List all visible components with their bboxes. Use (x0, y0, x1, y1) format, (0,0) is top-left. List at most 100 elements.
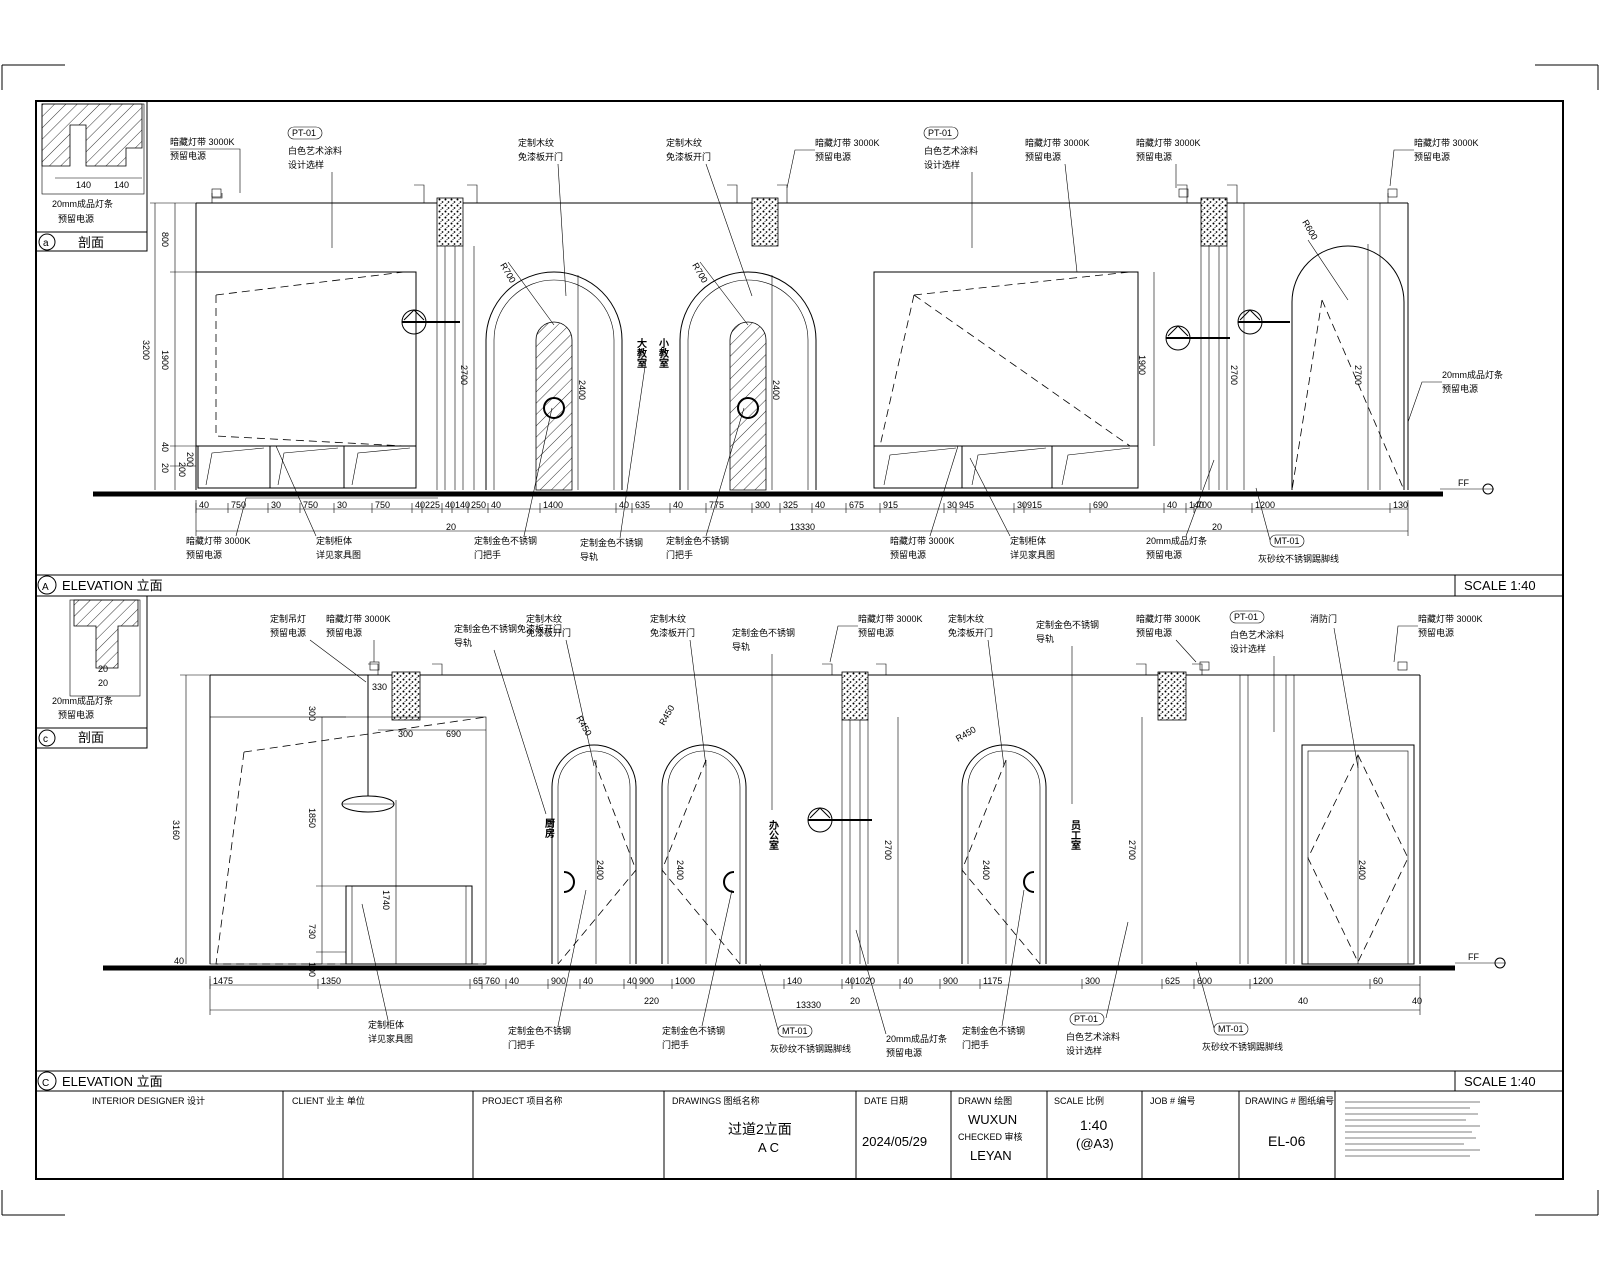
dim-a-1: 750 (231, 500, 246, 510)
cabinet-c (209, 716, 487, 965)
tb-scale-value: 1:40 (1080, 1117, 1107, 1133)
svg-text:PT-01: PT-01 (292, 128, 316, 138)
dim-left-c-5: 100 (307, 962, 317, 977)
dim-a-23: 945 (959, 500, 974, 510)
arch-door-c3 (961, 744, 1047, 965)
dim-c-11: 40 (845, 976, 855, 986)
dim-total-c: 13330 (796, 1000, 821, 1010)
tb-drawing-sub: A C (758, 1140, 779, 1155)
svg-text:预留电源: 预留电源 (1442, 383, 1478, 394)
svg-text:白色艺术涂料: 白色艺术涂料 (1066, 1031, 1120, 1042)
wall-lamp-a2 (1165, 325, 1230, 351)
tb-date-label: DATE 日期 (864, 1096, 908, 1106)
tb-client-label: CLIENT 业主 单位 (292, 1095, 365, 1106)
dim-c-18: 600 (1197, 976, 1212, 986)
dim-vert-a-3: 2400 (771, 380, 781, 400)
arch-door-a1 (485, 271, 623, 491)
notes-top-c: 定制吊灯 预留电源 暗藏灯带 3000K 预留电源 定制金色不锈钢免漆板开门 导… (270, 610, 1483, 815)
dim-vert-c-4: 2700 (883, 840, 893, 860)
svg-text:定制柜体: 定制柜体 (316, 535, 352, 546)
dim-a-8: 40 (445, 500, 455, 510)
svg-text:免漆板开门: 免漆板开门 (948, 627, 993, 638)
section-dim-a2: 140 (114, 180, 129, 190)
tb-designer-label: INTERIOR DESIGNER 设计 (92, 1095, 205, 1106)
svg-text:免漆板开门: 免漆板开门 (526, 627, 571, 638)
tb-drawing-no: EL-06 (1268, 1133, 1306, 1149)
svg-text:预留电源: 预留电源 (815, 151, 851, 162)
dim-c-19: 1200 (1253, 976, 1273, 986)
svg-text:定制金色不锈钢: 定制金色不锈钢 (666, 535, 729, 546)
svg-text:预留电源: 预留电源 (1136, 627, 1172, 638)
svg-text:20mm成品灯条: 20mm成品灯条 (886, 1033, 947, 1044)
svg-text:定制木纹: 定制木纹 (526, 613, 562, 624)
dim-a-2: 30 (271, 500, 281, 510)
elevation-title-a: ELEVATION 立面 (62, 578, 163, 593)
svg-text:导轨: 导轨 (580, 551, 598, 562)
dim-a-11: 40 (491, 500, 501, 510)
dim-c-10: 140 (787, 976, 802, 986)
section-marker-a-text: a (43, 238, 49, 249)
dim-left-c-3: 1850 (307, 808, 317, 828)
elevation-marker-a-text: A (42, 582, 49, 593)
title-block: INTERIOR DESIGNER 设计 CLIENT 业主 单位 PROJEC… (92, 1091, 1480, 1179)
dim-vert-a-5: 2700 (1229, 365, 1239, 385)
svg-text:免漆板开门: 免漆板开门 (666, 151, 711, 162)
elevation-a: a 剖面 140 140 20mm成品灯条 预留电源 FF (35, 100, 1563, 597)
radius-a-1: R700 (498, 261, 517, 285)
elevation-marker-c (37, 1071, 57, 1091)
room-label-a-2: 小教室 (657, 337, 670, 368)
svg-text:详见家具图: 详见家具图 (316, 549, 361, 560)
svg-text:白色艺术涂料: 白色艺术涂料 (924, 145, 978, 156)
svg-text:门把手: 门把手 (666, 549, 693, 560)
wall-lamp-c1 (807, 807, 872, 833)
dim-40-c2: 40 (1412, 996, 1422, 1006)
dim-vert-a-4: 1900 (1137, 355, 1147, 375)
dim-a-5: 750 (375, 500, 390, 510)
svg-text:门把手: 门把手 (962, 1039, 989, 1050)
section-note-a2: 预留电源 (58, 213, 94, 224)
svg-text:暗藏灯带 3000K: 暗藏灯带 3000K (858, 613, 923, 624)
cabinet-right-a (873, 271, 1139, 489)
dim-c-13: 40 (903, 976, 913, 986)
dim-c-9: 1000 (675, 976, 695, 986)
room-label-c-1: 厨房 (543, 818, 555, 839)
dim-a-17: 300 (755, 500, 770, 510)
svg-text:暗藏灯带 3000K: 暗藏灯带 3000K (1414, 137, 1479, 148)
section-marker-c (38, 729, 56, 747)
dim-left-c-6: 40 (174, 956, 184, 966)
svg-text:暗藏灯带 3000K: 暗藏灯带 3000K (326, 613, 391, 624)
dim-c-12: 1020 (855, 976, 875, 986)
svg-text:暗藏灯带 3000K: 暗藏灯带 3000K (1136, 613, 1201, 624)
svg-text:导轨: 导轨 (454, 637, 472, 648)
svg-text:预留电源: 预留电源 (890, 549, 926, 560)
section-dim-c1: 20 (98, 664, 108, 674)
svg-text:预留电源: 预留电源 (858, 627, 894, 638)
radius-a-3: R600 (1300, 218, 1319, 242)
section-dim-a1: 140 (76, 180, 91, 190)
dim-left-a-2: 3200 (141, 340, 151, 360)
svg-text:消防门: 消防门 (1310, 613, 1337, 624)
dim-left-c-1: 3160 (171, 820, 181, 840)
dim-top-c-1: 330 (372, 682, 387, 692)
dim-a-26: 690 (1093, 500, 1108, 510)
svg-text:MT-01: MT-01 (782, 1026, 808, 1036)
svg-text:暗藏灯带 3000K: 暗藏灯带 3000K (186, 535, 251, 546)
dim-left-a-3: 1900 (160, 350, 170, 370)
svg-text:预留电源: 预留电源 (186, 549, 222, 560)
svg-text:定制柜体: 定制柜体 (368, 1019, 404, 1030)
dim-a-27: 40 (1167, 500, 1177, 510)
dim-c-7: 40 (627, 976, 637, 986)
dim-c-16: 300 (1085, 976, 1100, 986)
room-label-a-1: 大教室 (635, 337, 648, 368)
svg-text:暗藏灯带 3000K: 暗藏灯带 3000K (1418, 613, 1483, 624)
svg-text:预留电源: 预留电源 (170, 150, 206, 161)
notes-bottom-a: 暗藏灯带 3000K 预留电源 定制柜体 详见家具图 定制金色不锈钢 门把手 定… (186, 359, 1339, 564)
section-detail-a: a 剖面 140 140 20mm成品灯条 预留电源 (35, 100, 148, 252)
svg-text:预留电源: 预留电源 (1136, 151, 1172, 162)
elevation-marker-a (37, 575, 57, 595)
dim-total-a: 13330 (790, 522, 815, 532)
arch-door-a2 (679, 271, 817, 491)
svg-text:定制柜体: 定制柜体 (1010, 535, 1046, 546)
dim-a-20: 675 (849, 500, 864, 510)
elevation-marker-c-text: C (42, 1078, 49, 1089)
